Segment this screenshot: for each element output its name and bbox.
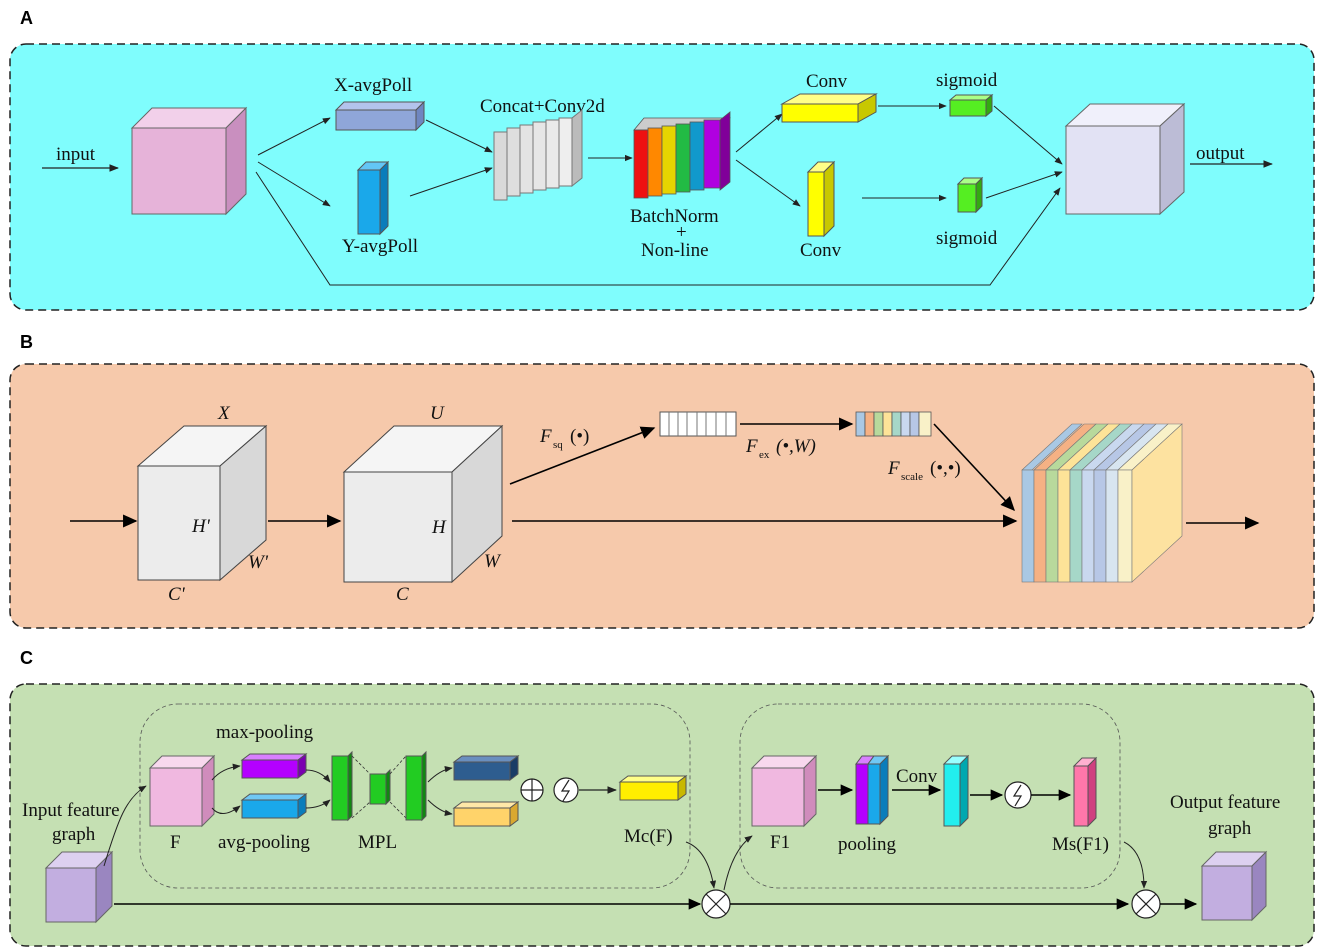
c-orange-bar xyxy=(452,801,520,827)
b-fsq-arg: (•) xyxy=(570,426,589,447)
c-input-feature-label-1: Input feature xyxy=(22,800,120,821)
c-output-feature-label-1: Output feature xyxy=(1170,792,1280,813)
a-batchnorm-stack xyxy=(633,111,731,199)
c-f-cube xyxy=(148,754,216,828)
b-label-cprime: C' xyxy=(168,584,186,605)
a-x-avgpool-label: X-avgPoll xyxy=(334,75,412,96)
a-conv-top-label: Conv xyxy=(806,71,848,92)
c-output-feature-label-2: graph xyxy=(1208,818,1252,839)
c-channel-attention-group xyxy=(139,703,691,889)
b-fscale-arg: (•,•) xyxy=(930,458,961,479)
a-nonline-label: Non-line xyxy=(641,240,709,261)
a-output-cube xyxy=(1064,102,1186,216)
c-conv-label: Conv xyxy=(896,766,938,787)
b-fex-arg: (•,W) xyxy=(776,436,816,457)
c-multiply-icon-2 xyxy=(1131,889,1161,919)
c-mcf-label: Mc(F) xyxy=(624,826,673,847)
a-conv-bottom-bar xyxy=(806,160,836,238)
b-label-c: C xyxy=(396,584,409,605)
c-add-icon xyxy=(520,778,544,802)
a-concat-label: Concat+Conv2d xyxy=(480,96,605,117)
b-label-hprime: H' xyxy=(191,516,211,537)
b-cube-x xyxy=(136,424,268,582)
c-f-label: F xyxy=(170,832,181,853)
b-fex-sub: ex xyxy=(759,449,770,461)
c-f1-label: F1 xyxy=(770,832,790,853)
a-sigmoid-bottom-label: sigmoid xyxy=(936,228,998,249)
c-input-feature-label-2: graph xyxy=(52,824,96,845)
a-y-avgpool-bar xyxy=(356,160,390,236)
c-avg-pooling-bar xyxy=(240,793,308,819)
panel-label-b: B xyxy=(20,332,33,352)
c-avg-pooling-label: avg-pooling xyxy=(218,832,310,853)
a-x-avgpool-bar xyxy=(334,100,426,132)
b-label-x: X xyxy=(217,403,231,424)
b-cube-u xyxy=(342,424,504,584)
c-mpl-label: MPL xyxy=(358,832,397,853)
b-fsq-f: F xyxy=(539,426,552,447)
panel-label-a: A xyxy=(20,8,33,28)
a-sigmoid-top-label: sigmoid xyxy=(936,70,998,91)
a-output-label: output xyxy=(1196,143,1245,164)
a-batchnorm-label: BatchNorm xyxy=(630,206,719,227)
c-activation-icon-2 xyxy=(1004,781,1032,809)
panel-b-background xyxy=(9,363,1315,629)
panel-a: input X-avgPoll Y-avgPoll Concat+C xyxy=(9,43,1315,311)
a-conv-top-bar xyxy=(780,93,878,123)
c-multiply-icon-1 xyxy=(701,889,731,919)
c-pooling-label: pooling xyxy=(838,834,897,855)
c-dark-blue-bar xyxy=(452,755,520,781)
c-f1-cube xyxy=(750,754,818,828)
b-label-wprime: W' xyxy=(248,552,269,573)
panel-c-background xyxy=(9,683,1315,947)
c-msf1-label: Ms(F1) xyxy=(1052,834,1109,855)
a-sigmoid-bottom-box xyxy=(956,176,984,214)
panel-label-c: C xyxy=(20,648,33,668)
b-squeeze-vector xyxy=(659,411,737,437)
c-spatial-attention-group xyxy=(739,703,1121,889)
c-pooling-block xyxy=(855,754,890,826)
b-fsq-sub: sq xyxy=(553,439,563,451)
c-msf1-bar xyxy=(1072,756,1098,828)
a-concat-stack xyxy=(493,108,583,201)
b-fscale-sub: scale xyxy=(901,471,923,483)
c-max-pooling-label: max-pooling xyxy=(216,722,314,743)
b-excite-vector xyxy=(855,411,932,437)
panel-b: X H' W' C' U H W C F sq (•) xyxy=(9,363,1315,629)
b-fscale-f: F xyxy=(887,458,900,479)
c-output-cube xyxy=(1200,850,1268,922)
c-mpl-block xyxy=(331,750,427,822)
a-sigmoid-top-box xyxy=(948,93,994,118)
c-input-cube xyxy=(44,850,114,924)
a-input-label: input xyxy=(56,144,96,165)
a-input-cube xyxy=(130,106,248,216)
panel-c: Input feature graph F max-pooling xyxy=(9,683,1315,947)
c-mcf-bar xyxy=(618,775,688,801)
b-output-cube xyxy=(1021,423,1183,583)
c-max-pooling-bar xyxy=(240,753,308,779)
c-activation-icon xyxy=(553,777,579,803)
a-plus-label: + xyxy=(676,222,687,243)
b-label-w: W xyxy=(484,551,502,572)
b-fex-f: F xyxy=(745,436,758,457)
b-label-u: U xyxy=(430,403,445,424)
b-label-h: H xyxy=(431,517,447,538)
c-conv-bar xyxy=(942,754,970,828)
a-conv-bottom-label: Conv xyxy=(800,240,842,261)
a-y-avgpool-label: Y-avgPoll xyxy=(342,236,418,257)
